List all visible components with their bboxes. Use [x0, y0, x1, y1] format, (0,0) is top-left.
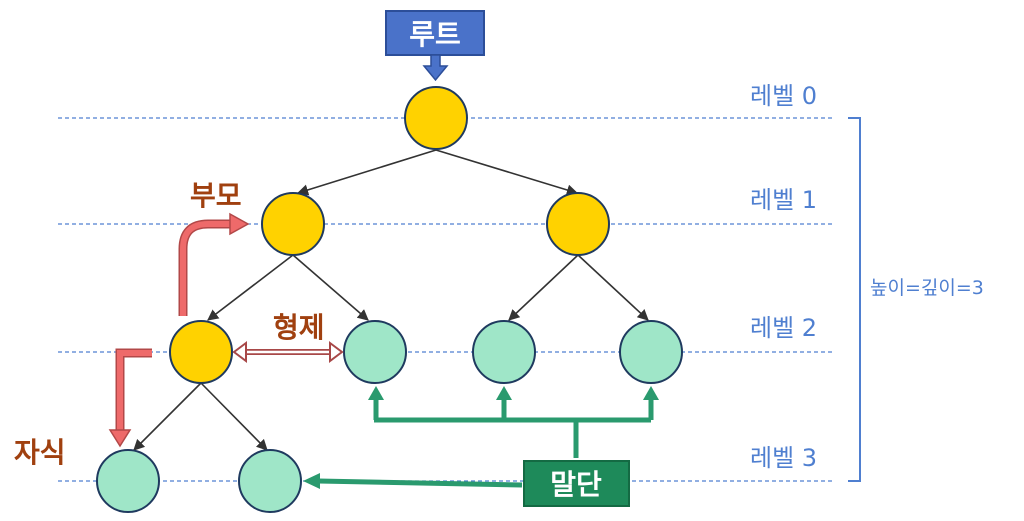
- sibling-arrow-head-right: [329, 341, 344, 363]
- child-arrow: [115, 348, 152, 432]
- node-level1-right: [546, 192, 610, 256]
- level-label-0: 레벨 0: [750, 82, 817, 110]
- leaf-arrow-head-d: [643, 386, 659, 400]
- height-label: 높이=깊이=3: [870, 277, 984, 299]
- child-arrow-head: [108, 429, 132, 448]
- root-label: 루트: [409, 18, 461, 51]
- edge-root-right: [435, 149, 579, 196]
- leaf-arrow-head-b: [368, 386, 384, 400]
- sibling-arrow-head-left: [232, 341, 247, 363]
- node-level2-d: [619, 320, 683, 384]
- node-level1-left: [261, 192, 325, 256]
- level-label-1: 레벨 1: [750, 186, 817, 214]
- parent-arrow: [178, 219, 232, 316]
- sibling-label: 형제: [273, 311, 325, 344]
- parent-label: 부모: [190, 179, 242, 212]
- height-bracket: [848, 117, 861, 482]
- tree-edges: [133, 149, 649, 451]
- node-level2-c: [472, 320, 536, 384]
- leaf-arrows: [317, 398, 654, 488]
- child-label: 자식: [14, 436, 66, 469]
- node-level3-a: [96, 449, 160, 513]
- edge-root-left: [296, 149, 437, 196]
- leaf-arrow-head-c: [496, 386, 512, 400]
- node-level2-b: [343, 320, 407, 384]
- leaf-box: [523, 460, 630, 507]
- edge-l1right-l2c: [508, 254, 579, 321]
- level-label-2: 레벨 2: [750, 314, 817, 342]
- parent-arrow-head: [229, 212, 250, 236]
- node-root: [404, 86, 468, 150]
- edge-l1left-l2a: [207, 254, 294, 321]
- edge-l2a-l3a: [133, 382, 202, 451]
- leaf-arrow-head-l3b: [303, 473, 320, 489]
- child-arrow-fill: [117, 350, 152, 432]
- edge-l1left-l2b: [292, 254, 369, 321]
- leaf-label: 말단: [550, 468, 602, 501]
- root-box: [385, 10, 485, 56]
- parent-arrow-fill: [180, 221, 232, 316]
- node-level2-a: [169, 320, 233, 384]
- root-arrow: [422, 54, 449, 82]
- edge-l2a-l3b: [200, 382, 268, 451]
- edge-l1right-l2d: [577, 254, 649, 321]
- level-label-3: 레벨 3: [750, 444, 817, 472]
- node-level3-b: [238, 449, 302, 513]
